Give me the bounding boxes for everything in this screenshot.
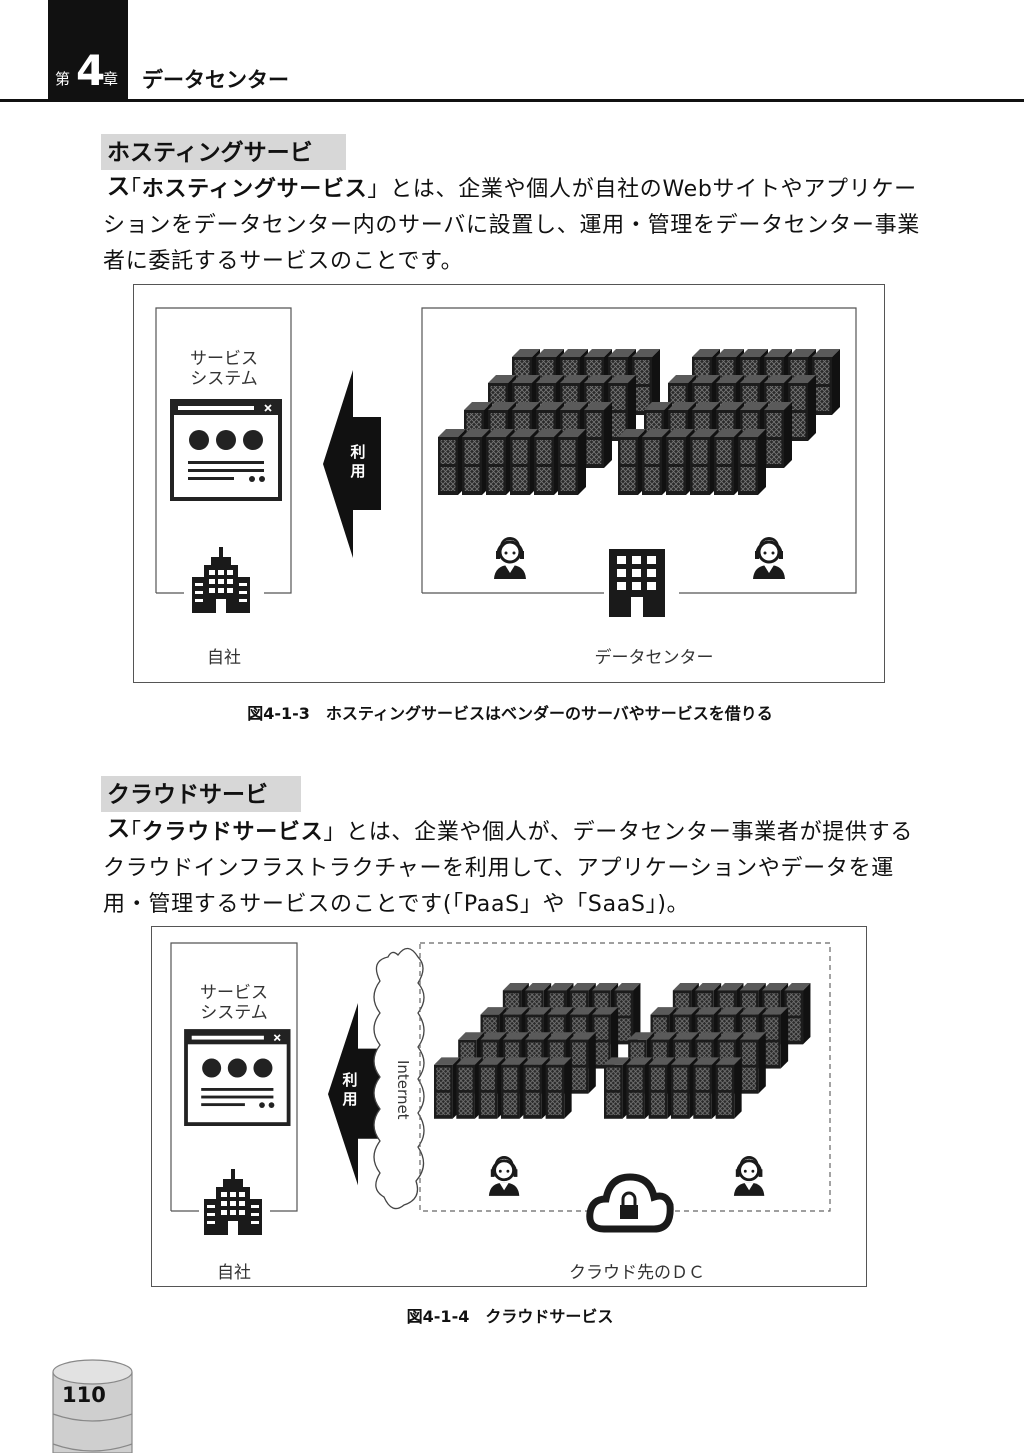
figure-hosting: サービスシステム 利用 自社 データセンター: [133, 284, 885, 683]
datacenter-building-icon: [609, 549, 665, 617]
figure-caption-4-1-3: 図4-1-3 ホスティングサービスはベンダーのサーバやサービスを借りる: [247, 704, 773, 723]
own-company-label: 自社: [207, 648, 241, 668]
page-number: 110: [62, 1383, 106, 1407]
arrow-use-label: 利用: [342, 1071, 358, 1108]
cloud-dc-label: クラウド先のＤＣ: [569, 1263, 705, 1283]
browser-window-icon: [170, 399, 282, 501]
service-system-label: サービスシステム: [190, 349, 258, 389]
browser-window-icon: [184, 1029, 291, 1126]
cloud-shape-icon: [373, 947, 425, 1210]
operator-headset-icon: [492, 535, 528, 581]
own-company-label: 自社: [217, 1263, 251, 1283]
operator-headset-icon: [732, 1154, 766, 1198]
figure-cloud: サービスシステム 利用 Internet 自社 クラウド先のＤＣ: [151, 926, 867, 1287]
hosting-diagram: [155, 307, 857, 617]
chapter-prefix: 第: [55, 70, 71, 88]
cloud-lock-icon: [586, 1173, 674, 1233]
operator-headset-icon: [487, 1154, 521, 1198]
service-system-label: サービスシステム: [200, 983, 268, 1023]
chapter-number: 4: [76, 46, 106, 95]
arrow-use-label: 利用: [350, 443, 366, 480]
section-heading-hosting: ホスティングサービス: [101, 134, 346, 200]
cloud-paragraph: 「クラウドサービス」とは、企業や個人が、データセンター事業者が提供するクラウドイ…: [103, 820, 914, 917]
office-building-icon: [204, 1169, 262, 1235]
cloud-term: クラウドサービス: [141, 820, 324, 845]
hosting-term: ホスティングサービス: [141, 177, 368, 202]
page-cylinder-icon: [52, 1359, 133, 1453]
chapter-suffix: 章: [103, 70, 119, 88]
datacenter-label: データセンター: [594, 648, 714, 668]
chapter-title: データセンター: [142, 68, 289, 92]
chapter-tab: [48, 0, 128, 100]
section-heading-cloud: クラウドサービス: [101, 776, 301, 842]
operator-headset-icon: [751, 535, 787, 581]
office-building-icon: [192, 547, 250, 613]
hosting-paragraph: 「ホスティングサービス」とは、企業や個人が自社のWebサイトやアプリケーションを…: [103, 177, 920, 274]
cloud-diagram: [170, 942, 831, 1235]
internet-label: Internet: [394, 1060, 412, 1120]
figure-caption-4-1-4: 図4-1-4 クラウドサービス: [406, 1307, 614, 1326]
header-divider: [0, 99, 1024, 102]
